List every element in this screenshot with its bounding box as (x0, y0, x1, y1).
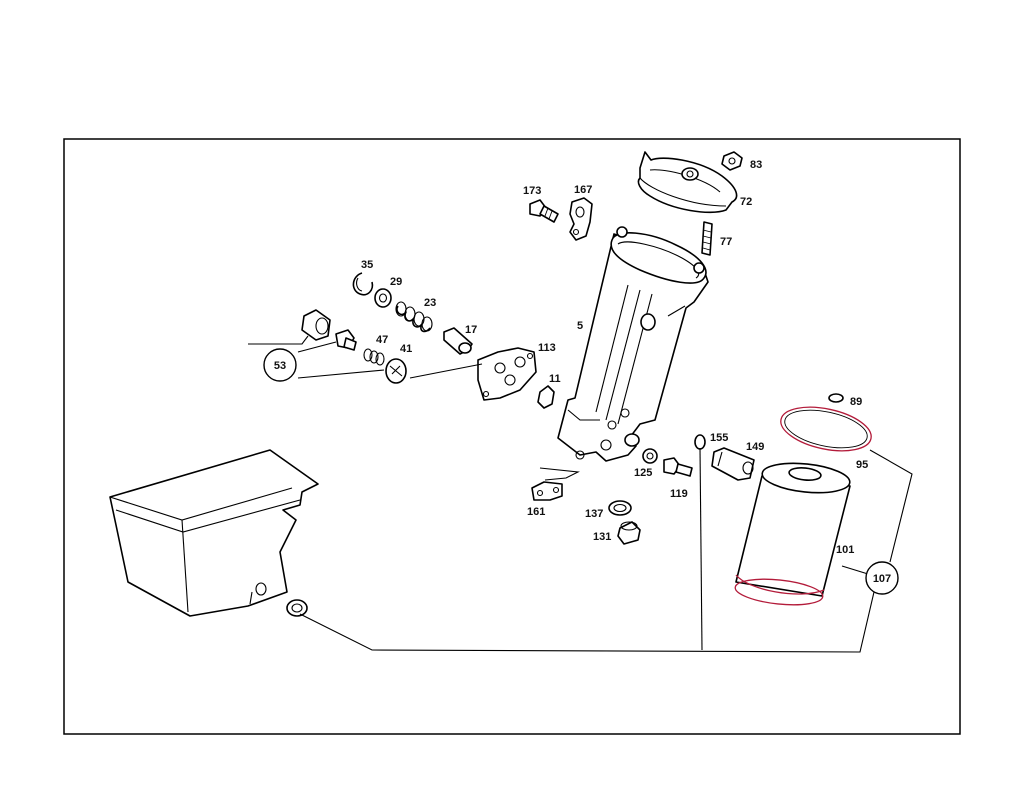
seal-ring-137 (608, 500, 632, 516)
gasket-161 (531, 481, 563, 501)
piston-17 (443, 327, 473, 355)
label-5: 5 (577, 320, 583, 332)
disc-41 (385, 358, 407, 384)
label-119: 119 (670, 488, 688, 500)
spring-23 (395, 301, 433, 333)
stud (701, 221, 713, 256)
label-11: 11 (549, 373, 561, 385)
callout-53: 53 (263, 348, 297, 382)
label-113: 113 (538, 342, 556, 354)
label-41: 41 (400, 343, 412, 355)
callout-107: 107 (865, 561, 899, 595)
bolt-173 (529, 199, 559, 223)
bolt-119 (663, 457, 693, 477)
label-131: 131 (593, 531, 611, 543)
plug-53 (301, 309, 331, 341)
drain-seal-ring (286, 599, 308, 617)
oil-pan (109, 449, 319, 617)
o-ring-89 (828, 393, 844, 403)
label-95: 95 (856, 459, 868, 471)
filter-housing (557, 226, 709, 462)
diagram-frame (63, 138, 961, 735)
leader-lines (248, 335, 913, 653)
label-173: 173 (523, 185, 541, 197)
label-125: 125 (634, 467, 652, 479)
sleeve-11 (537, 385, 555, 409)
label-35: 35 (361, 259, 373, 271)
plug-131 (617, 521, 641, 545)
label-89: 89 (850, 396, 862, 408)
circlip-35 (352, 272, 374, 296)
label-83: 83 (750, 159, 762, 171)
seal-155 (694, 434, 706, 450)
filter-cover (637, 151, 738, 214)
label-161: 161 (527, 506, 545, 518)
label-17: 17 (465, 324, 477, 336)
sensor-149 (711, 447, 755, 481)
cover-nut (721, 151, 743, 171)
label-155: 155 (710, 432, 728, 444)
bracket-167 (569, 197, 593, 241)
label-137: 137 (585, 508, 603, 520)
label-167: 167 (574, 184, 592, 196)
spring-41 (363, 348, 385, 366)
sealing-ring-95 (780, 406, 872, 452)
label-29: 29 (390, 276, 402, 288)
label-23: 23 (424, 297, 436, 309)
plug-47 (335, 329, 357, 351)
label-77: 77 (720, 236, 732, 248)
label-149: 149 (746, 441, 764, 453)
seal-125 (642, 448, 658, 464)
washer-29 (374, 288, 392, 308)
label-47: 47 (376, 334, 388, 346)
filter-element-101 (734, 462, 851, 606)
label-72: 72 (740, 196, 752, 208)
label-101: 101 (836, 544, 854, 556)
callout-53-text: 53 (274, 360, 286, 372)
callout-107-text: 107 (873, 573, 891, 585)
gasket-113 (477, 347, 537, 401)
